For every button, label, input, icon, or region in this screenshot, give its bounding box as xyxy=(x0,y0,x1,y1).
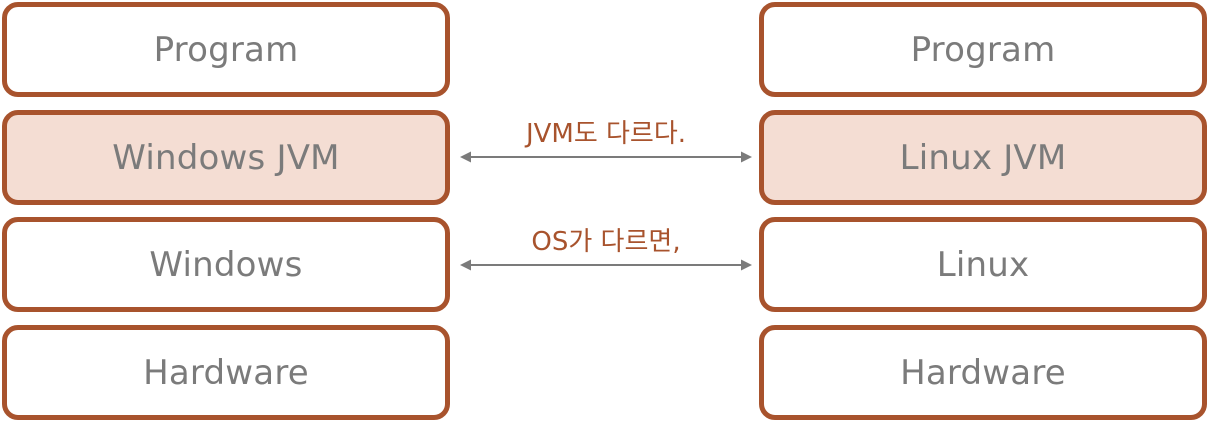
right-program-box: Program xyxy=(759,2,1207,97)
left-hardware-label: Hardware xyxy=(143,352,309,393)
jvm-arrow-label: JVM도 다르다. xyxy=(525,119,687,149)
left-jvm-label: Windows JVM xyxy=(112,137,340,178)
left-jvm-box: Windows JVM xyxy=(2,110,450,205)
left-os-label: Windows xyxy=(149,244,303,285)
left-program-label: Program xyxy=(153,29,299,70)
os-arrow-group: OS가 다르면, xyxy=(458,221,754,281)
right-hardware-label: Hardware xyxy=(900,352,1066,393)
os-double-arrow-icon xyxy=(460,259,752,271)
jvm-double-arrow-icon xyxy=(460,151,752,163)
right-jvm-label: Linux JVM xyxy=(899,137,1067,178)
jvm-arrow-group: JVM도 다르다. xyxy=(458,113,754,173)
right-hardware-box: Hardware xyxy=(759,325,1207,420)
left-program-box: Program xyxy=(2,2,450,97)
os-arrow-label: OS가 다르면, xyxy=(531,227,681,257)
left-os-box: Windows xyxy=(2,217,450,312)
right-jvm-box: Linux JVM xyxy=(759,110,1207,205)
right-program-label: Program xyxy=(910,29,1056,70)
left-hardware-box: Hardware xyxy=(2,325,450,420)
right-os-label: Linux xyxy=(936,244,1030,285)
right-os-box: Linux xyxy=(759,217,1207,312)
